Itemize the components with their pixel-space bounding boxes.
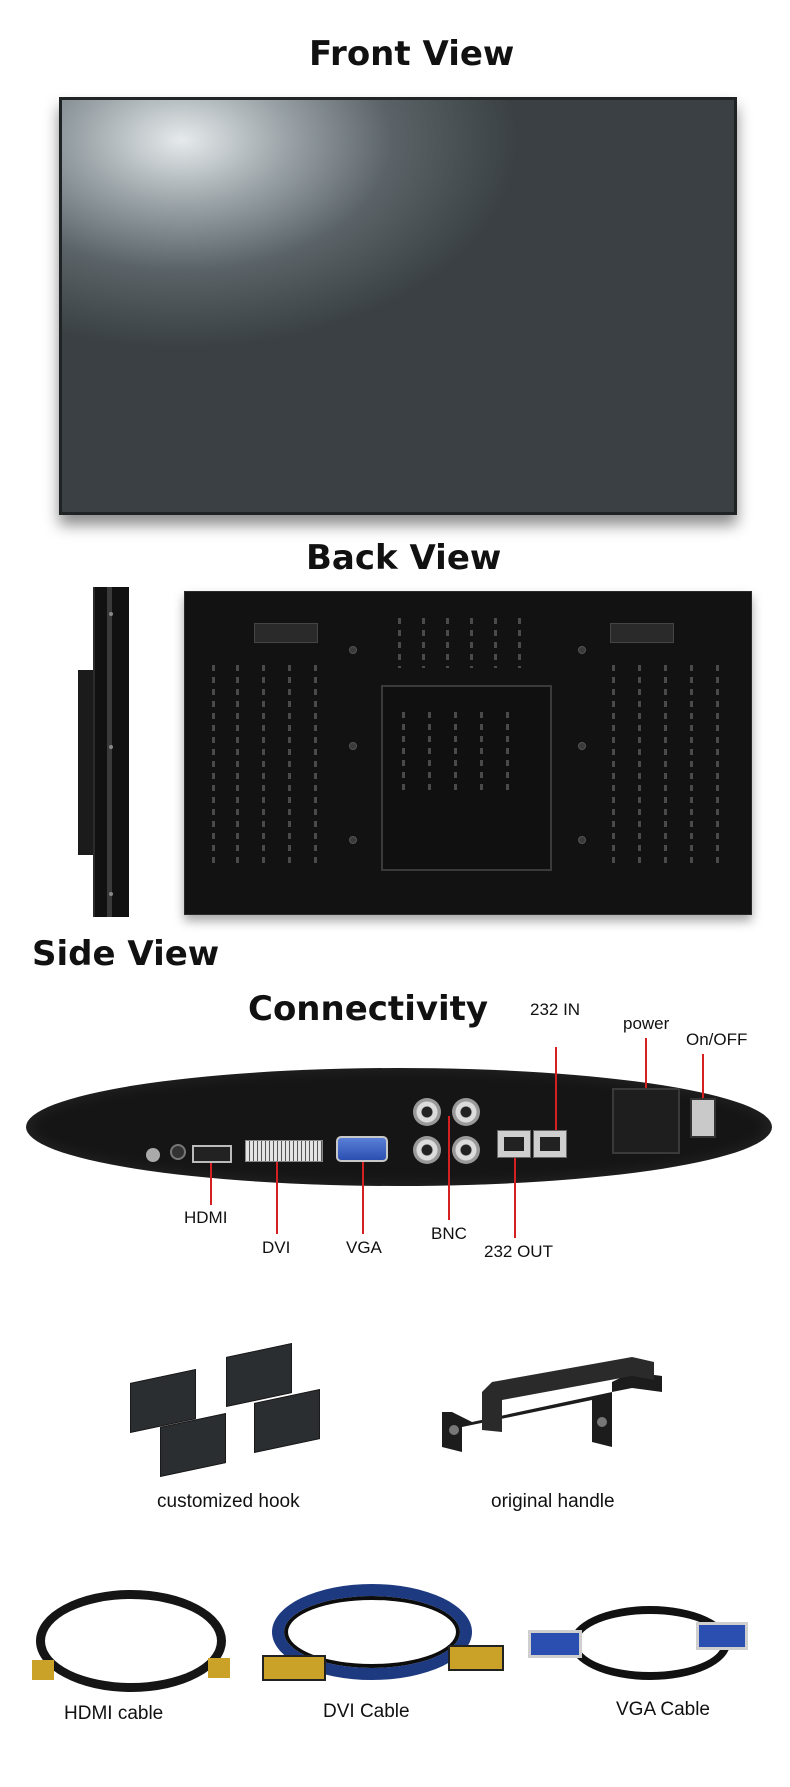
back-screw	[578, 836, 586, 844]
dvi-lead-line	[276, 1162, 278, 1234]
side-screw	[109, 892, 113, 896]
vent-grille	[638, 665, 641, 865]
handle-image	[432, 1352, 664, 1472]
bnc-connector	[452, 1098, 480, 1126]
vga-plug	[696, 1622, 748, 1650]
rs232-in-port	[533, 1130, 567, 1158]
hdmi-label: HDMI	[184, 1208, 228, 1227]
side-screw	[109, 612, 113, 616]
front-view-title: Front View	[309, 34, 515, 74]
back-screw	[349, 836, 357, 844]
on-off-lead-line	[702, 1054, 704, 1098]
power-label: power	[623, 1014, 670, 1033]
handle-slot-right	[610, 623, 674, 643]
dvi-plug	[262, 1655, 326, 1681]
vent-grille	[288, 665, 291, 865]
dvi-label: DVI	[262, 1238, 291, 1257]
rs232-out-port	[497, 1130, 531, 1158]
vga-plug	[528, 1630, 582, 1658]
dvi-plug	[448, 1645, 504, 1671]
vent-grille	[494, 618, 497, 668]
vent-grille	[428, 712, 431, 792]
bnc-label: BNC	[431, 1224, 467, 1243]
vent-grille	[690, 665, 693, 865]
bnc-connector	[452, 1136, 480, 1164]
back-screw	[349, 646, 357, 654]
vga-cable-caption: VGA Cable	[616, 1699, 710, 1720]
vent-grille	[422, 618, 425, 668]
vent-grille	[480, 712, 483, 792]
vga-port	[336, 1136, 388, 1162]
back-screw	[578, 742, 586, 750]
hook-caption: customized hook	[157, 1491, 300, 1512]
rs232-in-label: 232 IN	[530, 1000, 581, 1019]
vent-grille	[236, 665, 239, 865]
vent-grille	[262, 665, 265, 865]
vent-grille	[716, 665, 719, 865]
side-screw	[109, 745, 113, 749]
power-switch	[690, 1098, 716, 1138]
back-view-title: Back View	[306, 538, 502, 578]
side-profile-box	[78, 670, 94, 855]
vent-grille	[454, 712, 457, 792]
ir-sensor	[170, 1144, 186, 1160]
hdmi-cable-caption: HDMI cable	[64, 1703, 164, 1724]
bnc-connector	[413, 1098, 441, 1126]
vent-grille	[402, 712, 405, 792]
side-view-title: Side View	[32, 934, 220, 974]
bnc-connector	[413, 1136, 441, 1164]
vent-grille	[664, 665, 667, 865]
vga-lead-line	[362, 1162, 364, 1234]
dvi-port	[245, 1140, 323, 1162]
power-inlet	[612, 1088, 680, 1154]
power-lead-line	[645, 1038, 647, 1088]
rs232-out-label: 232 OUT	[484, 1242, 553, 1261]
vent-grille	[470, 618, 473, 668]
side-profile-rail	[107, 587, 112, 917]
back-screw	[349, 742, 357, 750]
vent-grille	[446, 618, 449, 668]
vent-grille	[212, 665, 215, 865]
back-center-plate	[381, 685, 552, 871]
front-view-image	[59, 97, 737, 515]
on-off-label: On/OFF	[686, 1030, 748, 1049]
hdmi-cable-image	[36, 1590, 226, 1692]
hdmi-lead-line	[210, 1163, 212, 1205]
vent-grille	[518, 618, 521, 668]
hdmi-plug	[208, 1658, 230, 1678]
back-screw	[578, 646, 586, 654]
vent-grille	[506, 712, 509, 792]
dvi-cable-caption: DVI Cable	[323, 1701, 410, 1722]
vga-label: VGA	[346, 1238, 382, 1257]
rs232-out-lead-line	[514, 1158, 516, 1238]
bnc-lead-line	[448, 1116, 450, 1220]
connectivity-title: Connectivity	[248, 989, 489, 1029]
handle-slot-left	[254, 623, 318, 643]
hdmi-plug	[32, 1660, 54, 1680]
led-indicator	[146, 1148, 160, 1162]
vent-grille	[612, 665, 615, 865]
handle-caption: original handle	[491, 1491, 615, 1512]
rs232-in-lead-line	[555, 1047, 557, 1130]
vent-grille	[398, 618, 401, 668]
hdmi-port	[192, 1145, 232, 1163]
vent-grille	[314, 665, 317, 865]
